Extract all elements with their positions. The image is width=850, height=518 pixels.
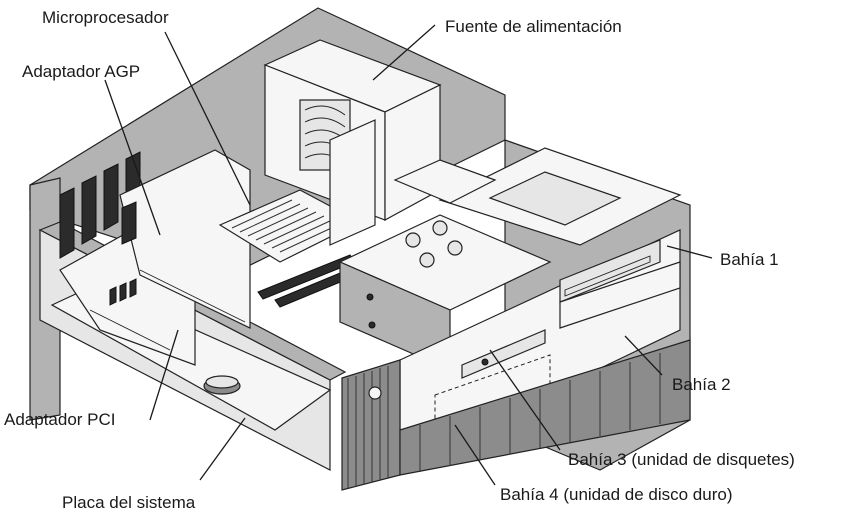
leader-agp-adapter [104, 79, 161, 236]
label-microprocessor: Microprocesador [42, 8, 169, 27]
leader-power-supply [372, 24, 436, 81]
leader-pci-adapter [149, 329, 179, 421]
microprocessor-heatsink [218, 189, 363, 308]
power-supply [263, 39, 442, 246]
upper-drive-cage [393, 147, 682, 246]
label-bay3: Bahía 3 (unidad de disquetes) [568, 450, 795, 469]
label-bay2: Bahía 2 [672, 375, 731, 394]
label-bay1: Bahía 1 [720, 250, 779, 269]
label-agp-adapter: Adaptador AGP [22, 62, 140, 81]
agp-adapter [119, 149, 251, 329]
leader-bay1 [666, 245, 713, 259]
label-system-board: Placa del sistema [62, 493, 196, 512]
leader-bay4 [454, 424, 496, 486]
leader-system-board [199, 417, 246, 481]
leader-lines [104, 24, 713, 486]
leader-bay2 [624, 335, 663, 376]
leader-microprocessor [164, 31, 251, 206]
label-pci-adapter: Adaptador PCI [4, 410, 116, 429]
label-bay4: Bahía 4 (unidad de disco duro) [500, 485, 733, 504]
leader-bay3 [489, 349, 561, 451]
front-bezel [341, 229, 691, 491]
labels: Microprocesador Fuente de alimentación A… [4, 8, 795, 512]
label-power-supply: Fuente de alimentación [445, 17, 622, 36]
